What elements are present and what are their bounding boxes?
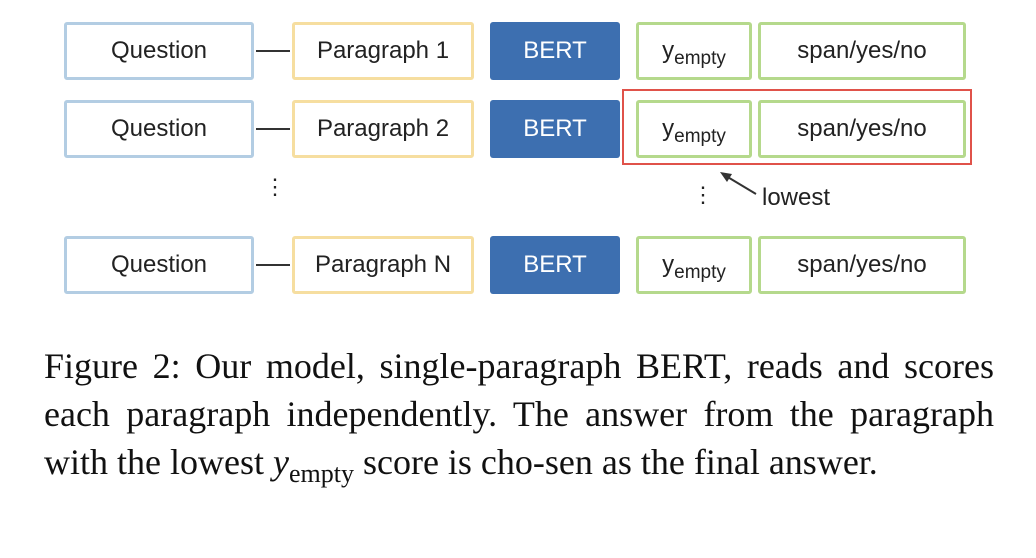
caption-math: yempty (272, 442, 354, 488)
lowest-highlight-frame (622, 89, 972, 165)
lowest-annotation: lowest (762, 184, 831, 211)
question-box: Question (64, 22, 254, 80)
output-box: span/yes/no (758, 236, 966, 294)
paragraph-box: Paragraph N (292, 236, 474, 294)
connector-line (256, 50, 290, 52)
bert-box: BERT (490, 100, 620, 158)
question-label: Question (110, 115, 208, 142)
question-label: Question (110, 251, 208, 278)
question-box: Question (64, 100, 254, 158)
caption-math-main: y (272, 442, 289, 482)
question-box: Question (64, 236, 254, 294)
paragraph-label: Paragraph N (314, 251, 452, 278)
output-label: span/yes/no (797, 37, 927, 64)
paragraph-box: Paragraph 1 (292, 22, 474, 80)
output-label: span/yes/no (797, 115, 927, 142)
y-symbol: y (662, 115, 675, 142)
y-subscript: empty (674, 126, 726, 147)
paragraph-label: Paragraph 2 (316, 115, 450, 142)
caption-math-sub: empty (288, 459, 354, 489)
bert-label: BERT (523, 251, 587, 278)
y-symbol: y (662, 251, 675, 278)
y-subscript: empty (674, 48, 726, 69)
bert-label: BERT (523, 115, 587, 142)
y-subscript: empty (674, 262, 726, 283)
caption-suffix: score is cho-sen as the final answer. (362, 442, 878, 482)
output-box: span/yes/no (758, 100, 966, 158)
paragraph-label: Paragraph 1 (316, 37, 450, 64)
caption-prefix: Figure 2: Our model, single-paragraph BE… (44, 346, 994, 482)
question-label: Question (110, 37, 208, 64)
bert-box: BERT (490, 22, 620, 80)
output-label: span/yes/no (797, 251, 927, 278)
output-box: span/yes/no (758, 22, 966, 80)
figure-caption: Figure 2: Our model, single-paragraph BE… (44, 342, 994, 498)
connector-line (256, 128, 290, 130)
y-symbol: y (662, 37, 675, 64)
paragraph-box: Paragraph 2 (292, 100, 474, 158)
bert-box: BERT (490, 236, 620, 294)
bert-label: BERT (523, 37, 587, 64)
connector-line (256, 264, 290, 266)
